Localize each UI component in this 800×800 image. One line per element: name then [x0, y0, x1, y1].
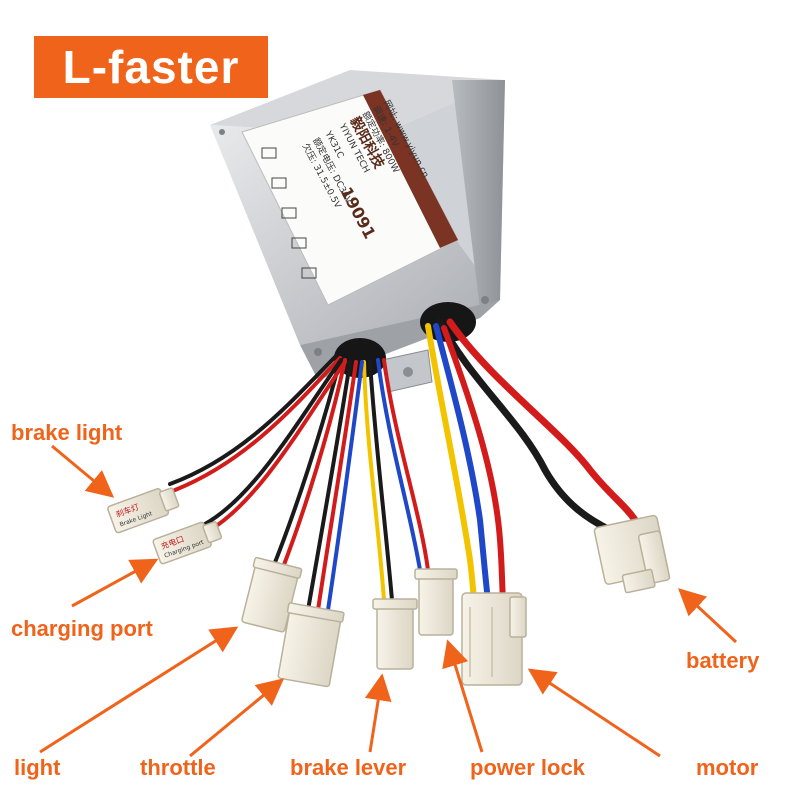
connector-plugs: 刹车灯 Brake Light 充电口 Charging port: [107, 487, 671, 688]
charging-port-connector: 充电口 Charging port: [152, 521, 223, 565]
throttle-connector: [277, 602, 345, 688]
label-charging-port: charging port: [11, 616, 153, 641]
brake-light-connector: 刹车灯 Brake Light: [107, 487, 180, 534]
brake-lever-connector: [372, 598, 418, 670]
label-throttle: throttle: [140, 755, 216, 780]
label-light: light: [14, 755, 61, 780]
arrow-battery: [678, 588, 738, 644]
wire-bundle: [168, 318, 639, 612]
arrow-motor: [527, 668, 661, 758]
brand-logo: L-faster: [34, 36, 268, 98]
arrow-brake-lever: [364, 673, 392, 753]
power-lock-connector: [414, 568, 458, 636]
label-brake-light: brake light: [11, 420, 123, 445]
label-power-lock: power lock: [470, 755, 585, 780]
label-arrows: [39, 444, 738, 758]
arrow-brake-light: [51, 444, 115, 498]
arrow-light: [39, 626, 239, 754]
label-battery: battery: [686, 648, 760, 673]
motor-connector: [461, 592, 527, 686]
label-motor: motor: [696, 755, 759, 780]
arrow-throttle: [189, 678, 285, 758]
arrow-charging-port: [71, 558, 159, 608]
arrow-power-lock: [442, 639, 484, 753]
label-brake-lever: brake lever: [290, 755, 407, 780]
battery-connector: [593, 514, 671, 594]
